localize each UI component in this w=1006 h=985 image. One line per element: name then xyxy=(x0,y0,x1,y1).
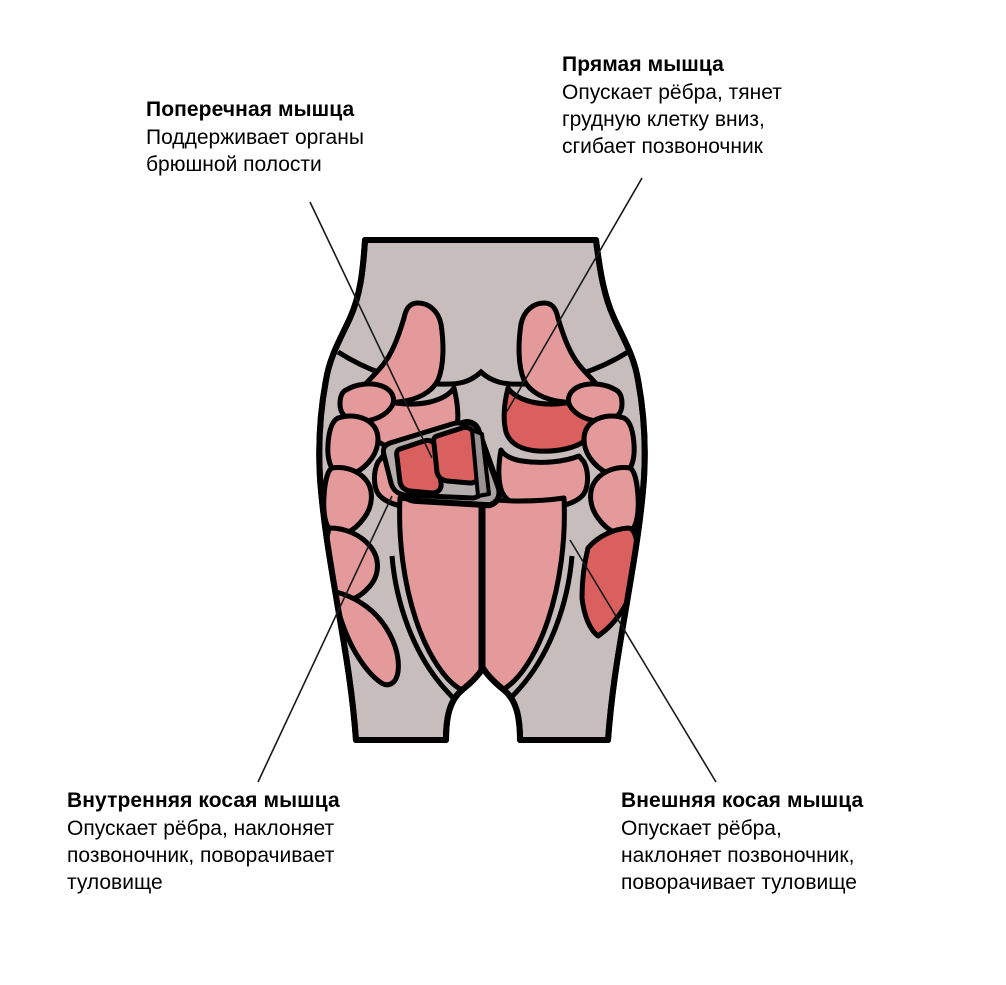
callout-internal-oblique-description: Опускает рёбра, наклоняет позвоночник, п… xyxy=(67,817,335,894)
callout-rectus-muscle: Прямая мышца Опускает рёбра, тянет грудн… xyxy=(562,51,782,160)
callout-rectus-description: Опускает рёбра, тянет грудную клетку вни… xyxy=(562,81,782,158)
callout-external-oblique-muscle: Внешняя косая мышца Опускает рёбра, накл… xyxy=(621,787,863,896)
internal-oblique-muscle-left xyxy=(321,381,401,688)
transversus-cutaway-window xyxy=(380,419,503,509)
leader-internal-oblique xyxy=(257,495,393,783)
leader-external-oblique xyxy=(569,539,717,783)
callout-rectus-title: Прямая мышца xyxy=(562,53,724,76)
callout-external-oblique-title: Внешняя косая мышца xyxy=(621,789,864,812)
callout-internal-oblique-muscle: Внутренняя косая мышца Опускает рёбра, н… xyxy=(67,787,340,896)
leader-lines xyxy=(257,177,717,783)
leader-rectus xyxy=(505,177,643,414)
callout-external-oblique-description: Опускает рёбра, наклоняет позвоночник, п… xyxy=(621,817,857,894)
callout-transverse-muscle: Поперечная мышца Поддерживает органы брю… xyxy=(146,96,364,178)
leader-transverse xyxy=(309,201,433,459)
callout-internal-oblique-title: Внутренняя косая мышца xyxy=(67,789,340,812)
callout-transverse-title: Поперечная мышца xyxy=(146,98,355,121)
callout-transverse-description: Поддерживает органы брюшной полости xyxy=(146,126,364,176)
torso-outline xyxy=(316,237,648,743)
